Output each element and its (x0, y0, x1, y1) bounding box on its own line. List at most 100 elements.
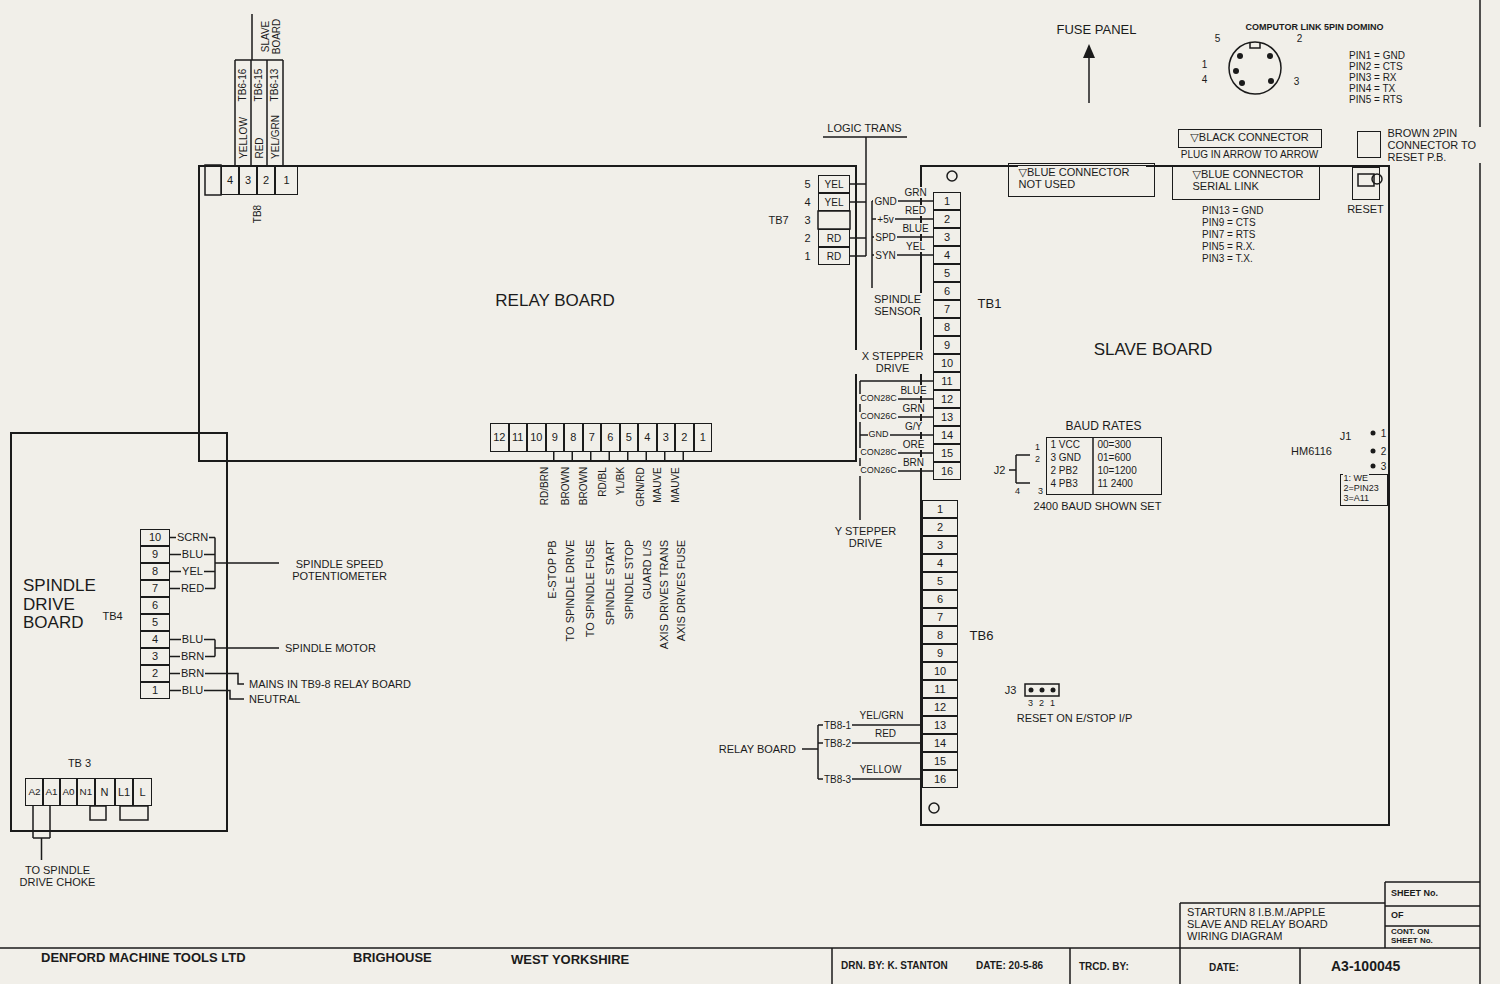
signal-label: GND (873, 196, 897, 207)
terminal-block-name: TB1 (977, 297, 1003, 311)
button-name: RESET (1346, 203, 1385, 215)
wire-label: GRN/RD (634, 466, 645, 507)
text-holder: 11 2400 (1097, 478, 1159, 489)
text-holder: WEST YORKSHIRE (510, 953, 630, 967)
pin-label: PIN13 = GND (1201, 205, 1264, 216)
terminal-cell: 10 (922, 662, 958, 680)
board-name: SLAVE BOARD (1093, 341, 1214, 360)
terminal-number: 7 (588, 431, 596, 443)
terminal-cell: 12 (933, 390, 961, 408)
mounting-hole (929, 803, 939, 813)
terminal-cell: 7 (922, 608, 958, 626)
terminal-cell: 1 (694, 423, 713, 452)
text-holder: MAINS IN TB9-8 RELAY BOARD (248, 678, 412, 690)
text-holder: RESET (1344, 203, 1388, 215)
text-holder: PIN1 = GND (1348, 50, 1406, 61)
table-cell: 10=1200 (1097, 465, 1138, 476)
wire (823, 137, 907, 256)
terminal-number: 12 (492, 431, 506, 443)
terminal-number: 14 (940, 429, 954, 441)
part-name: SPINDLE SENSOR (867, 293, 929, 317)
wire-label: ORE (902, 439, 926, 450)
text-holder: J2 (993, 464, 1007, 476)
wire-label: YEL (181, 565, 204, 577)
part-name: COMPUTOR LINK 5PIN DOMINO (1245, 23, 1385, 33)
terminal-cell: 10 (140, 529, 170, 546)
text-holder: A3-100045 (1330, 959, 1401, 974)
connector-box: ▽BLUE CONNECTOR SERIAL LINK (1172, 165, 1320, 200)
wire-label: BLU (181, 684, 204, 696)
terminal-number: 9 (936, 647, 944, 659)
text-holder: PIN13 = GND (1201, 205, 1264, 216)
terminal-cell: 15 (922, 752, 958, 770)
terminal-cell: 1 (922, 500, 958, 518)
text-holder: CONT. ON SHEET No. (1390, 928, 1452, 946)
board-name: SPINDLE DRIVE BOARD (22, 577, 122, 633)
signal-label: E-STOP PB (546, 539, 558, 599)
text-holder: TB8 (253, 203, 264, 224)
terminal-number: 1 (151, 684, 159, 696)
table-cell: 3=A11 (1343, 494, 1371, 504)
text-holder: MAUVE (652, 465, 663, 504)
wire (33, 806, 50, 860)
terminal-block-name: TB6 (969, 629, 995, 643)
jumper-name: J3 (1004, 684, 1018, 696)
text-holder: X STEPPER DRIVE (854, 350, 931, 374)
wire-label: YEL (905, 241, 926, 252)
pin-dot (1268, 78, 1274, 84)
text-holder: TB6-15 (253, 66, 264, 102)
connector-box: ▽BLUE CONNECTOR NOT USED (1008, 163, 1155, 197)
pin-label: 2 (803, 232, 811, 244)
terminal-cell: 4 (933, 246, 961, 264)
pin-label: 3 (1027, 699, 1034, 709)
wire-label: MAUVE (652, 466, 663, 504)
signal-label: AXIS DRIVES FUSE (675, 539, 687, 642)
terminal-number: 10 (529, 431, 543, 443)
title-block-text: DENFORD MACHINE TOOLS LTD (40, 951, 247, 965)
terminal-cell: 2 (257, 165, 275, 195)
text-holder: DATE: (1208, 962, 1240, 973)
pin-label: 3 (1293, 76, 1301, 87)
text-holder: SLAVE BOARD (1068, 341, 1238, 360)
text-holder: 2 (1296, 33, 1304, 44)
part-name: HM6116 (1290, 445, 1333, 457)
terminal-cell (205, 165, 221, 195)
terminal-number: 1 (943, 195, 951, 207)
table-cell: 4 PB3 (1050, 478, 1079, 489)
pin-label: 2 (1034, 455, 1041, 465)
terminal-block-name: TB 3 (67, 757, 92, 769)
terminal-number: 5 (625, 431, 633, 443)
terminal-number: 13 (940, 411, 954, 423)
wire-label: TB8-1 (823, 720, 852, 731)
pin-dot (1237, 53, 1243, 59)
pin-label: 4 (1014, 487, 1021, 497)
wire-colour: YEL (824, 197, 845, 208)
terminal-cell: 11 (933, 372, 961, 390)
text-holder: 1: WE (1343, 474, 1387, 484)
text-holder: GND (873, 196, 897, 207)
terminal-cell: 9 (933, 336, 961, 354)
text-holder: SLAVE BOARD (259, 15, 281, 56)
text-holder: YEL/GRN (270, 113, 281, 160)
text-holder: TB8-1 (823, 720, 852, 731)
reset-switch (1358, 174, 1374, 186)
wire-label: BLU (181, 548, 204, 560)
wire-label: TB8-3 (823, 774, 852, 785)
terminal-number: 10 (940, 357, 954, 369)
title-block-text: CONT. ON SHEET No. (1390, 928, 1452, 946)
wire-label: YEL/GRN (859, 710, 905, 721)
signal-label: SPINDLE STOP (623, 539, 635, 621)
text-holder: 1 (803, 250, 811, 262)
text-holder: 3 (1293, 76, 1301, 87)
terminal-number: N1 (79, 787, 94, 798)
pin-label: PIN3 = T.X. (1201, 253, 1254, 264)
text-holder: CON26C (859, 466, 898, 476)
terminal-cell: 2 (675, 423, 694, 452)
wire-label: SLAVE BOARD (259, 16, 281, 56)
pin-dot (1051, 688, 1056, 693)
part-name: X STEPPER DRIVE (854, 350, 931, 374)
terminal-cell: 6 (140, 597, 170, 614)
terminal-number: 2 (262, 174, 270, 186)
text-holder: GRN (903, 187, 927, 198)
